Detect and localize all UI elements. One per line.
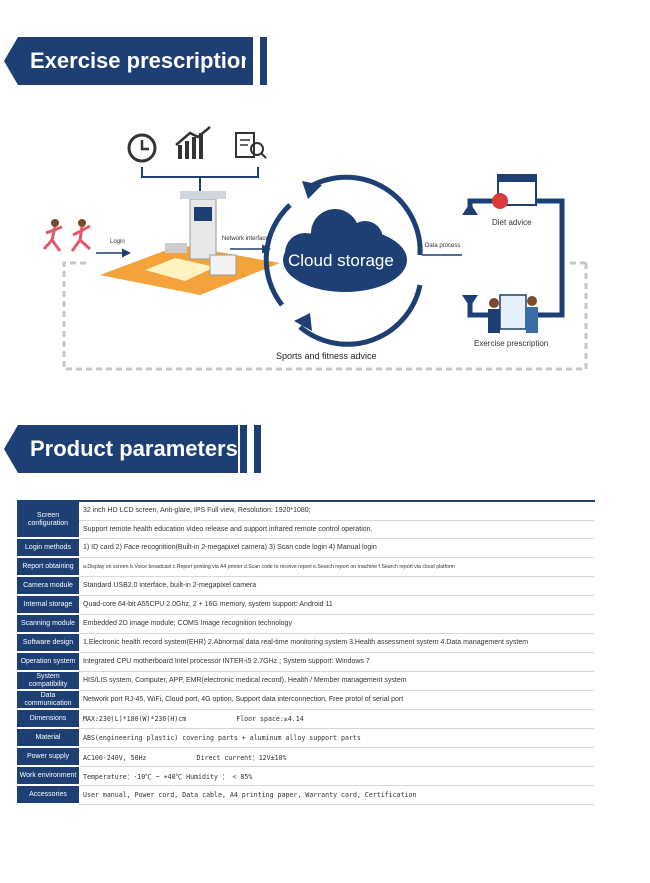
param-value: a.Display on screen b.Voice broadcast c.… — [79, 557, 595, 577]
table-row: Support remote health education video re… — [17, 520, 595, 539]
runners-icon — [42, 219, 92, 252]
login-label: Login — [110, 239, 125, 245]
param-value: Network port RJ-45, WiFi, Cloud port, 4G… — [79, 690, 595, 710]
table-row: Camera module Standard USB2.0 interface,… — [17, 576, 595, 596]
param-key: Power supply — [17, 747, 79, 767]
section-title: Product parameters — [4, 425, 238, 473]
param-value: 32 inch HD LCD screen, Anti-glare, IPS F… — [79, 502, 595, 521]
table-row: Login methods 1) ID card 2) Face recogni… — [17, 538, 595, 558]
table-row: Screen configuration 32 inch HD LCD scre… — [17, 502, 595, 539]
param-key: Report obtaining — [17, 557, 79, 577]
table-row: Power supply AC100-240V, 50Hz Direct curr… — [17, 747, 595, 767]
table-row: Data communication Network port RJ-45, W… — [17, 690, 595, 710]
param-key: Work environment — [17, 766, 79, 786]
param-value: User manual, Power cord, Data cable, A4 … — [79, 785, 595, 805]
param-value: AC100-240V, 50Hz — [83, 753, 147, 762]
param-value: MAX:230(L)*180(W)*236(H)cm — [83, 714, 187, 723]
param-value: Temperature：-10℃ ~ +40℃ Humidity ： < 85% — [79, 766, 595, 786]
param-extra: Floor space:≥4.14 — [236, 714, 304, 723]
parameters-table: Screen configuration 32 inch HD LCD scre… — [17, 502, 595, 805]
param-value-cell: AC100-240V, 50Hz Direct current：12V±10% — [79, 747, 595, 767]
param-key: Camera module — [17, 576, 79, 596]
trend-chart-icon — [175, 126, 211, 159]
param-key: Dimensions — [17, 709, 79, 729]
table-row: Scanning module Embedded 2D image module… — [17, 614, 595, 634]
data-process-label: Data process — [425, 243, 461, 249]
calendar-apple-icon — [492, 174, 537, 209]
table-row: Operation system Integrated CPU motherbo… — [17, 652, 595, 672]
param-key: Operation system — [17, 652, 79, 672]
network-interface-label: Network interface — [222, 236, 269, 242]
table-row: Software design 1.Electronic health reco… — [17, 633, 595, 653]
param-key: Scanning module — [17, 614, 79, 634]
table-row: Accessories User manual, Power cord, Dat… — [17, 785, 595, 805]
param-key: Accessories — [17, 785, 79, 805]
param-value: ABS(engineering plastic) covering parts … — [79, 728, 595, 748]
cloud-storage-label: Cloud storage — [288, 251, 394, 270]
param-value-cell: MAX:230(L)*180(W)*236(H)cm Floor space:≥4… — [79, 709, 595, 729]
history-icon — [127, 133, 157, 163]
sports-advice-label: Sports and fitness advice — [276, 351, 377, 361]
param-key: Material — [17, 728, 79, 748]
param-value: HIS/LIS system, Computer, APP, EMR(elect… — [79, 671, 595, 691]
exercise-prescription-label: Exercise prescription — [474, 339, 549, 348]
table-row: Report obtaining a.Display on screen b.V… — [17, 557, 595, 577]
diet-advice-label: Diet advice — [492, 218, 532, 227]
param-key: System compatibility — [17, 671, 79, 691]
health-kiosk-image — [100, 191, 280, 295]
cloud-icon — [283, 209, 407, 292]
param-key: Data communication — [17, 690, 79, 710]
section-title: Exercise prescription — [4, 37, 250, 85]
param-value: 1.Electronic health record system(EHR) 2… — [79, 633, 595, 653]
workflow-svg — [42, 126, 588, 371]
param-value: Support remote health education video re… — [79, 520, 595, 539]
param-value: 1) ID card 2) Face recognition(Built-in … — [79, 538, 595, 558]
exercise-prescription-diagram: Login Network interface Cloud storage Da… — [0, 115, 650, 385]
table-row: Work environment Temperature：-10℃ ~ +40℃… — [17, 766, 595, 786]
param-value: Integrated CPU motherboard Intel process… — [79, 652, 595, 672]
table-row: System compatibility HIS/LIS system, Com… — [17, 671, 595, 691]
param-key: Internal storage — [17, 595, 79, 615]
table-top-rule — [17, 500, 595, 502]
table-row: Material ABS(engineering plastic) coveri… — [17, 728, 595, 748]
param-value: Embedded 2D image module; COMS Image rec… — [79, 614, 595, 634]
cloud-circle — [263, 174, 423, 347]
table-row: Internal storage Quad-core 64-bit A55CPU… — [17, 595, 595, 615]
doctor-clipboard-icon — [488, 294, 538, 333]
param-key: Screen configuration — [17, 502, 79, 539]
param-key: Login methods — [17, 538, 79, 558]
param-extra: Direct current：12V±10% — [196, 753, 287, 762]
table-row: Dimensions MAX:230(L)*180(W)*236(H)cm Flo… — [17, 709, 595, 729]
param-value: Quad-core 64-bit A55CPU 2.0Ghz, 2 + 16G … — [79, 595, 595, 615]
report-search-icon — [235, 132, 267, 159]
param-value: Standard USB2.0 interface, built-in 2-me… — [79, 576, 595, 596]
param-key: Software design — [17, 633, 79, 653]
